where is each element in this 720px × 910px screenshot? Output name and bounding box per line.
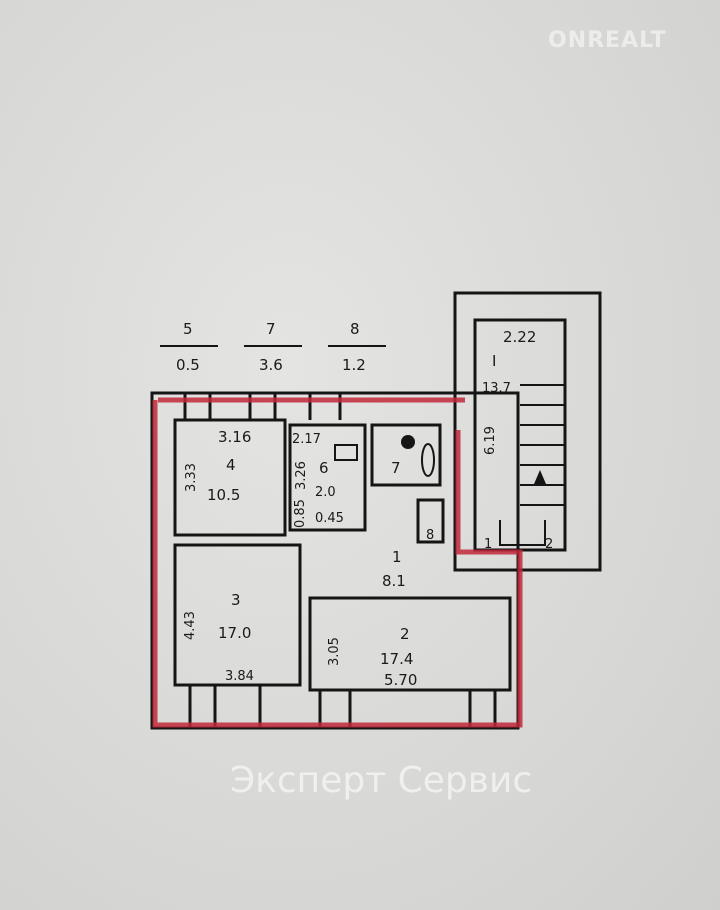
stair-area: 13.7 — [482, 381, 511, 396]
room-8-wall — [416, 498, 445, 544]
room-2-number: 2 — [400, 625, 410, 643]
room-1-area: 8.1 — [382, 572, 406, 590]
room-6-height: 3.26 — [294, 461, 309, 490]
room-3-number: 3 — [231, 591, 241, 609]
room-1-number: 1 — [392, 548, 402, 566]
room-6-width: 2.17 — [292, 432, 321, 447]
room-3-width: 3.84 — [225, 669, 254, 684]
watermark-overlay: Эксперт Сервис — [230, 760, 533, 801]
room-6-number: 6 — [319, 459, 329, 477]
room-3-wall — [173, 543, 302, 687]
room-6-sub: 0.45 — [315, 511, 344, 526]
room-2-area: 17.4 — [380, 650, 413, 668]
legend-area-7: 3.6 — [259, 356, 283, 374]
legend-room-5: 5 — [183, 320, 193, 338]
room-2-width: 5.70 — [384, 671, 417, 689]
stair-door-1: 1 — [484, 537, 492, 552]
room-3-area: 17.0 — [218, 624, 251, 642]
room-4-number: 4 — [226, 456, 236, 474]
watermark-brand: ONREALT — [548, 28, 667, 53]
room-6-sub2: 0.85 — [293, 499, 308, 528]
legend-room-7: 7 — [266, 320, 276, 338]
room-6-wall — [288, 423, 367, 532]
stair-steps — [520, 384, 565, 506]
legend-area-8: 1.2 — [342, 356, 366, 374]
legend-room-8: 8 — [350, 320, 360, 338]
room-4-wall — [173, 418, 287, 537]
room-4-width: 3.16 — [218, 428, 251, 446]
room-7-wall — [370, 423, 442, 487]
stair-outer-wall — [453, 291, 602, 572]
window-ticks — [183, 393, 497, 728]
room-7-number: 7 — [391, 459, 401, 477]
room-3-height: 4.43 — [183, 611, 198, 640]
room-6-area: 2.0 — [315, 485, 336, 500]
legend-area-5: 0.5 — [176, 356, 200, 374]
stair-number: I — [492, 352, 496, 370]
room-8-number: 8 — [426, 528, 434, 543]
unit-outline — [152, 397, 523, 728]
room-2-wall — [308, 596, 512, 692]
stair-height: 6.19 — [483, 426, 498, 455]
room-2-height: 3.05 — [327, 637, 342, 666]
walls — [150, 291, 602, 730]
stair-door-2: 2 — [545, 537, 553, 552]
room-4-area: 10.5 — [207, 486, 240, 504]
room-4-height: 3.33 — [184, 463, 199, 492]
stair-width: 2.22 — [503, 328, 536, 346]
